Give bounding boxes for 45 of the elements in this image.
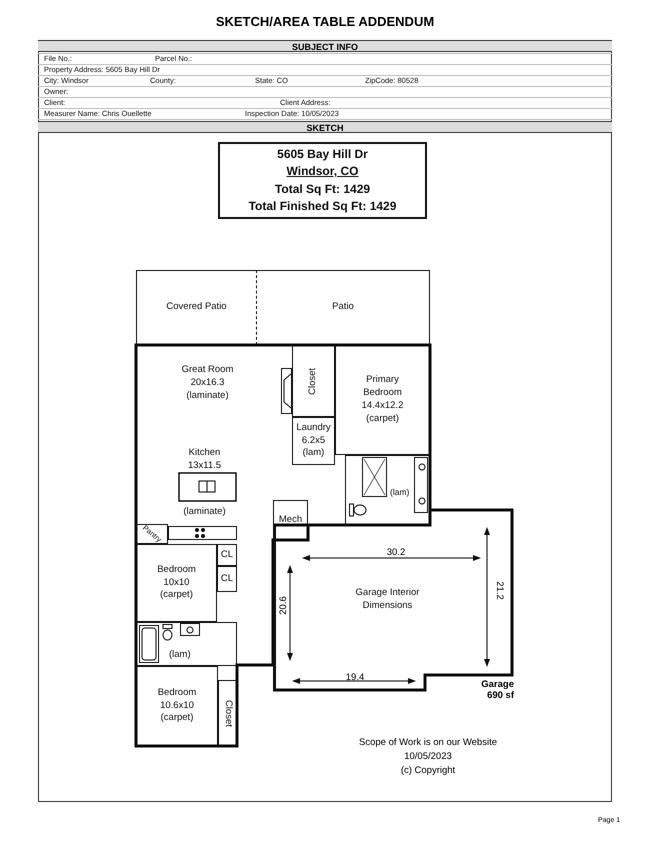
room — [136, 666, 218, 746]
room — [217, 566, 237, 592]
room-label: Total Finished Sq Ft: 1429 — [248, 198, 396, 215]
section-header: SUBJECT INFO — [38, 40, 612, 52]
room-label: Closet — [222, 700, 234, 726]
room-label: Mech — [278, 514, 302, 526]
room-label: Covered Patio — [166, 301, 227, 314]
room — [218, 142, 427, 219]
dimension-label: 19.4 — [344, 672, 366, 683]
room-label: Closet — [307, 368, 320, 394]
room — [217, 544, 237, 566]
room-label: Kitchen 13x11.5 — [186, 447, 222, 473]
area-label: Garage 690 sf — [480, 680, 514, 702]
room — [345, 455, 430, 525]
room-label: (lam) — [390, 487, 410, 498]
room-label: Great Room 20x16.3 (laminate) — [180, 364, 234, 402]
room — [136, 524, 168, 544]
dimension-label: 20.6 — [278, 596, 289, 615]
room-label: (laminate) — [182, 506, 227, 519]
room-label: Primary Bedroom 14.4x12.2 (carpet) — [360, 374, 404, 426]
dimension-label: 21.2 — [494, 581, 505, 600]
room-label: Total Sq Ft: 1429 — [274, 180, 370, 198]
room-label: CL — [220, 572, 234, 586]
note-text: Scope of Work is on our Website — [358, 737, 498, 748]
room-label: (lam) — [169, 649, 191, 662]
section-header: SKETCH — [38, 121, 612, 133]
room-label: CL — [220, 548, 234, 562]
dimension-label: 30.2 — [386, 547, 406, 558]
room — [136, 622, 237, 666]
note-text: 10/05/2023 — [403, 751, 453, 762]
room — [136, 544, 217, 622]
room-label: Bedroom 10x10 (carpet) — [156, 564, 197, 602]
room — [136, 270, 257, 345]
room-label: 5605 Bay Hill Dr — [277, 146, 368, 163]
room-label: Windsor, CO — [286, 163, 358, 180]
room-label: Garage Interior Dimensions — [354, 587, 420, 613]
room — [335, 345, 430, 455]
note-text: (c) Copyright — [400, 765, 456, 776]
room — [292, 345, 335, 417]
page-title: SKETCH/AREA TABLE ADDENDUM — [214, 14, 436, 29]
room — [218, 680, 237, 746]
room-label: Laundry 6.2x5 (lam) — [295, 422, 332, 460]
room — [257, 270, 430, 345]
room-label: Patio — [332, 301, 354, 314]
room-label: Bedroom 10.6x10 (carpet) — [156, 686, 198, 726]
